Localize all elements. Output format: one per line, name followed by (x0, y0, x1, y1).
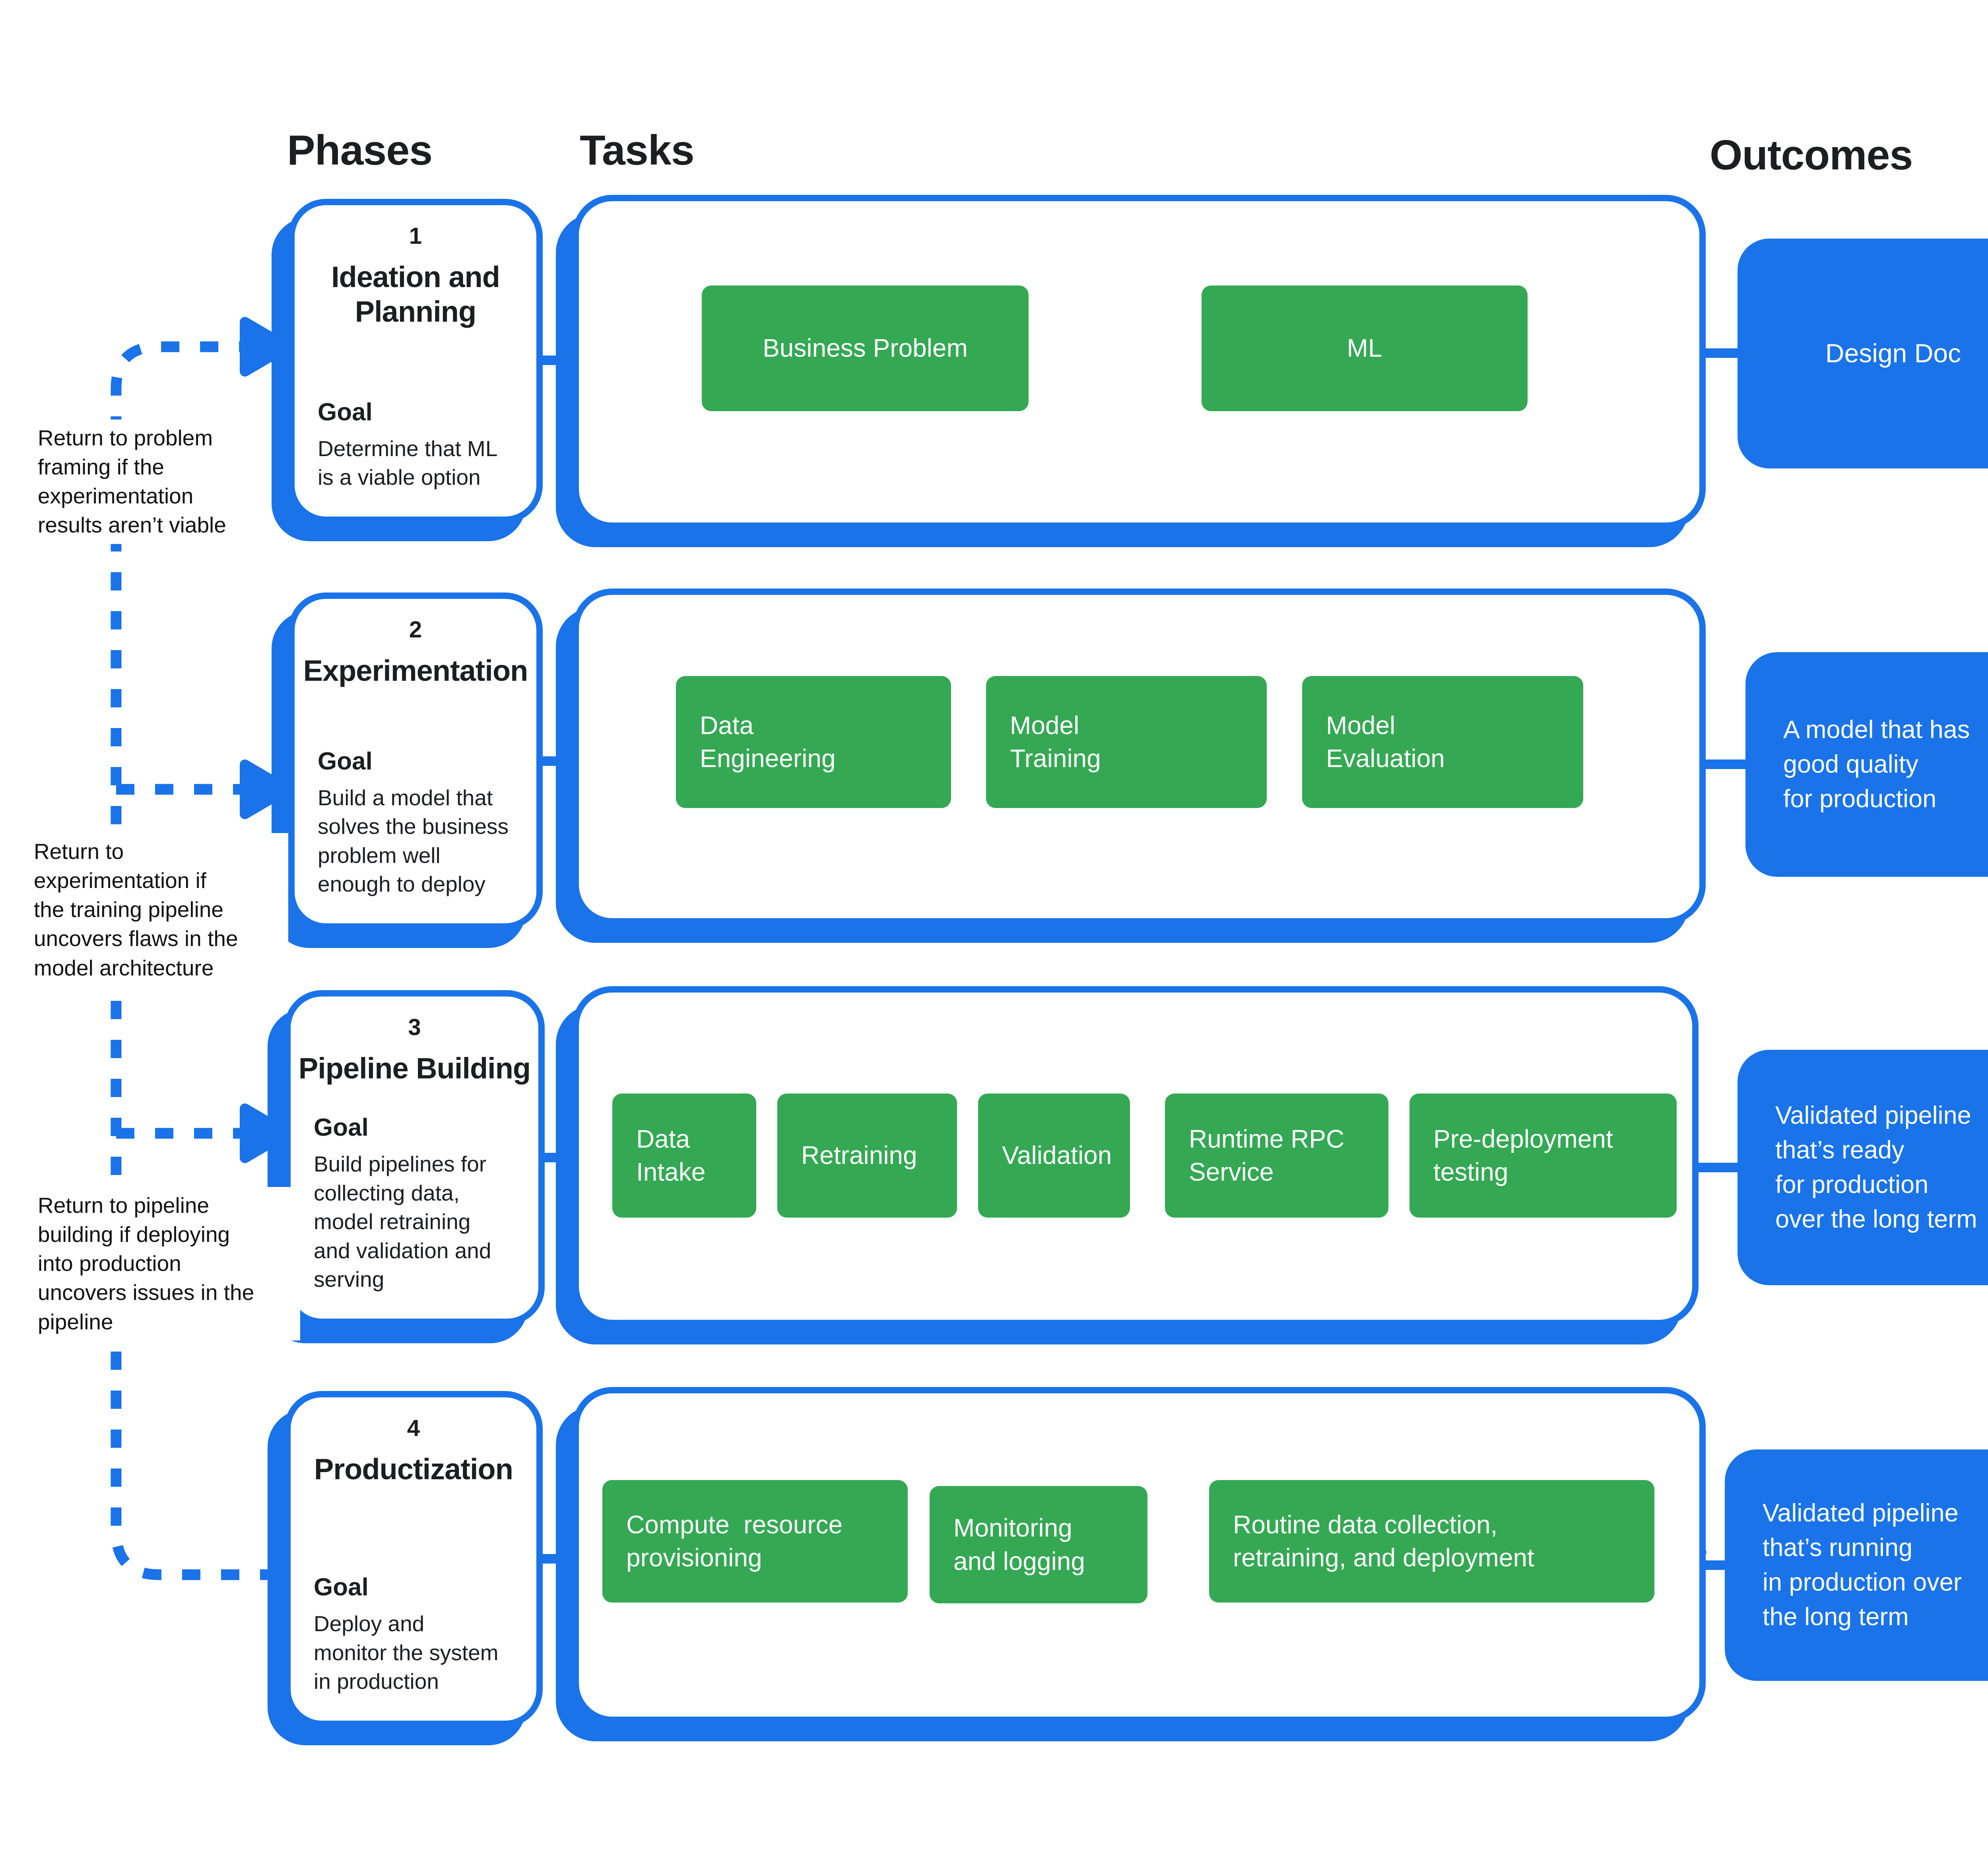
task-box-monitoring-logging: Monitoring and logging (930, 1486, 1147, 1603)
task-box-model-evaluation: Model Evaluation (1302, 676, 1583, 808)
task-box-data-intake: Data Intake (612, 1094, 756, 1218)
task-box-business-problem: Business Problem (702, 286, 1029, 411)
column-header-phases: Phases (287, 127, 433, 174)
phase-goal-section: Goal Build a model that solves the busin… (295, 747, 536, 899)
goal-label: Goal (318, 747, 373, 775)
phase-number: 2 (409, 617, 422, 643)
annotation-return-problem-framing: Return to problem framing if the experim… (38, 420, 245, 544)
phase-title: Pipeline Building (298, 1052, 531, 1085)
goal-label: Goal (318, 398, 373, 426)
goal-label: Goal (314, 1573, 369, 1601)
phase-goal-section: Goal Determine that ML is a viable optio… (295, 398, 536, 492)
phase-box-ideation-planning: 1 Ideation and Planning Goal Determine t… (288, 199, 543, 523)
annotation-return-pipeline-building: Return to pipeline building if deploying… (38, 1187, 300, 1340)
phase-number: 1 (409, 223, 422, 249)
outcome-box-design-doc: Design Doc (1738, 239, 1988, 468)
task-box-runtime-rpc-service: Runtime RPC Service (1165, 1094, 1388, 1218)
phase-title: Ideation and Planning (331, 260, 500, 328)
feedback-arrowhead-row2-icon (240, 760, 292, 819)
goal-description: Determine that ML is a viable option (318, 436, 498, 490)
outcome-box-model-quality: A model that has good quality for produc… (1745, 652, 1988, 877)
phase-title: Productization (314, 1453, 513, 1486)
phase-box-experimentation: 2 Experimentation Goal Build a model tha… (288, 592, 543, 930)
phase-title: Experimentation (303, 654, 528, 687)
feedback-arrowhead-row3-icon (240, 1103, 292, 1163)
task-box-compute-provisioning: Compute resource provisioning (602, 1480, 908, 1603)
phase-goal-section: Goal Deploy and monitor the system in pr… (291, 1573, 536, 1696)
goal-label: Goal (314, 1114, 369, 1142)
phase-number: 4 (407, 1415, 420, 1441)
phase-box-productization: 4 Productization Goal Deploy and monitor… (284, 1391, 543, 1727)
column-header-tasks: Tasks (580, 127, 695, 174)
column-header-outcomes: Outcomes (1710, 132, 1913, 179)
goal-description: Build a model that solves the business p… (318, 785, 509, 897)
task-box-data-engineering: Data Engineering (676, 676, 951, 808)
feedback-arrowhead-row1-icon (240, 317, 292, 377)
goal-description: Deploy and monitor the system in product… (314, 1611, 499, 1694)
annotation-return-experimentation: Return to experimentation if the trainin… (34, 833, 288, 987)
task-box-predeployment-testing: Pre-deployment testing (1409, 1094, 1677, 1218)
feedback-line-left-trunk (111, 341, 278, 1580)
outcome-box-pipeline-running: Validated pipeline that’s running in pro… (1725, 1449, 1988, 1681)
task-box-routine-collection: Routine data collection, retraining, and… (1209, 1480, 1654, 1603)
task-box-ml: ML (1202, 286, 1528, 411)
task-box-retraining: Retraining (777, 1094, 957, 1218)
phase-goal-section: Goal Build pipelines for collecting data… (291, 1113, 538, 1294)
outcome-box-pipeline-ready: Validated pipeline that’s ready for prod… (1738, 1050, 1988, 1285)
phase-number: 3 (408, 1014, 421, 1040)
task-box-validation: Validation (978, 1094, 1130, 1218)
goal-description: Build pipelines for collecting data, mod… (314, 1152, 491, 1292)
task-box-model-training: Model Training (986, 676, 1267, 808)
phase-box-pipeline-building: 3 Pipeline Building Goal Build pipelines… (284, 990, 545, 1325)
